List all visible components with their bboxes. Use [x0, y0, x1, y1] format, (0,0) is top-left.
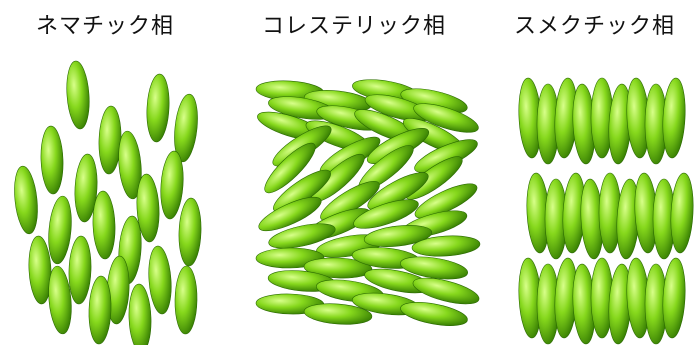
- nematic-molecule: [88, 276, 112, 345]
- smectic-molecule: [669, 172, 695, 253]
- nematic-molecule: [128, 284, 152, 345]
- nematic-molecule: [12, 165, 41, 235]
- nematic-molecule: [46, 195, 74, 265]
- nematic-molecule: [68, 236, 92, 305]
- nematic-molecules: [12, 60, 203, 345]
- cholesteric-molecules: [255, 76, 482, 331]
- nematic-molecule: [92, 191, 116, 260]
- nematic-molecule: [178, 198, 202, 267]
- nematic-molecule: [147, 245, 174, 314]
- smectic-molecule: [661, 77, 687, 158]
- nematic-molecule: [145, 73, 171, 142]
- nematic-molecule: [65, 60, 92, 129]
- nematic-molecule: [159, 150, 186, 219]
- smectic-molecules: [517, 77, 695, 344]
- nematic-molecule: [174, 266, 197, 334]
- smectic-molecule: [661, 257, 687, 338]
- nematic-molecule: [98, 106, 122, 175]
- nematic-molecule: [40, 126, 64, 195]
